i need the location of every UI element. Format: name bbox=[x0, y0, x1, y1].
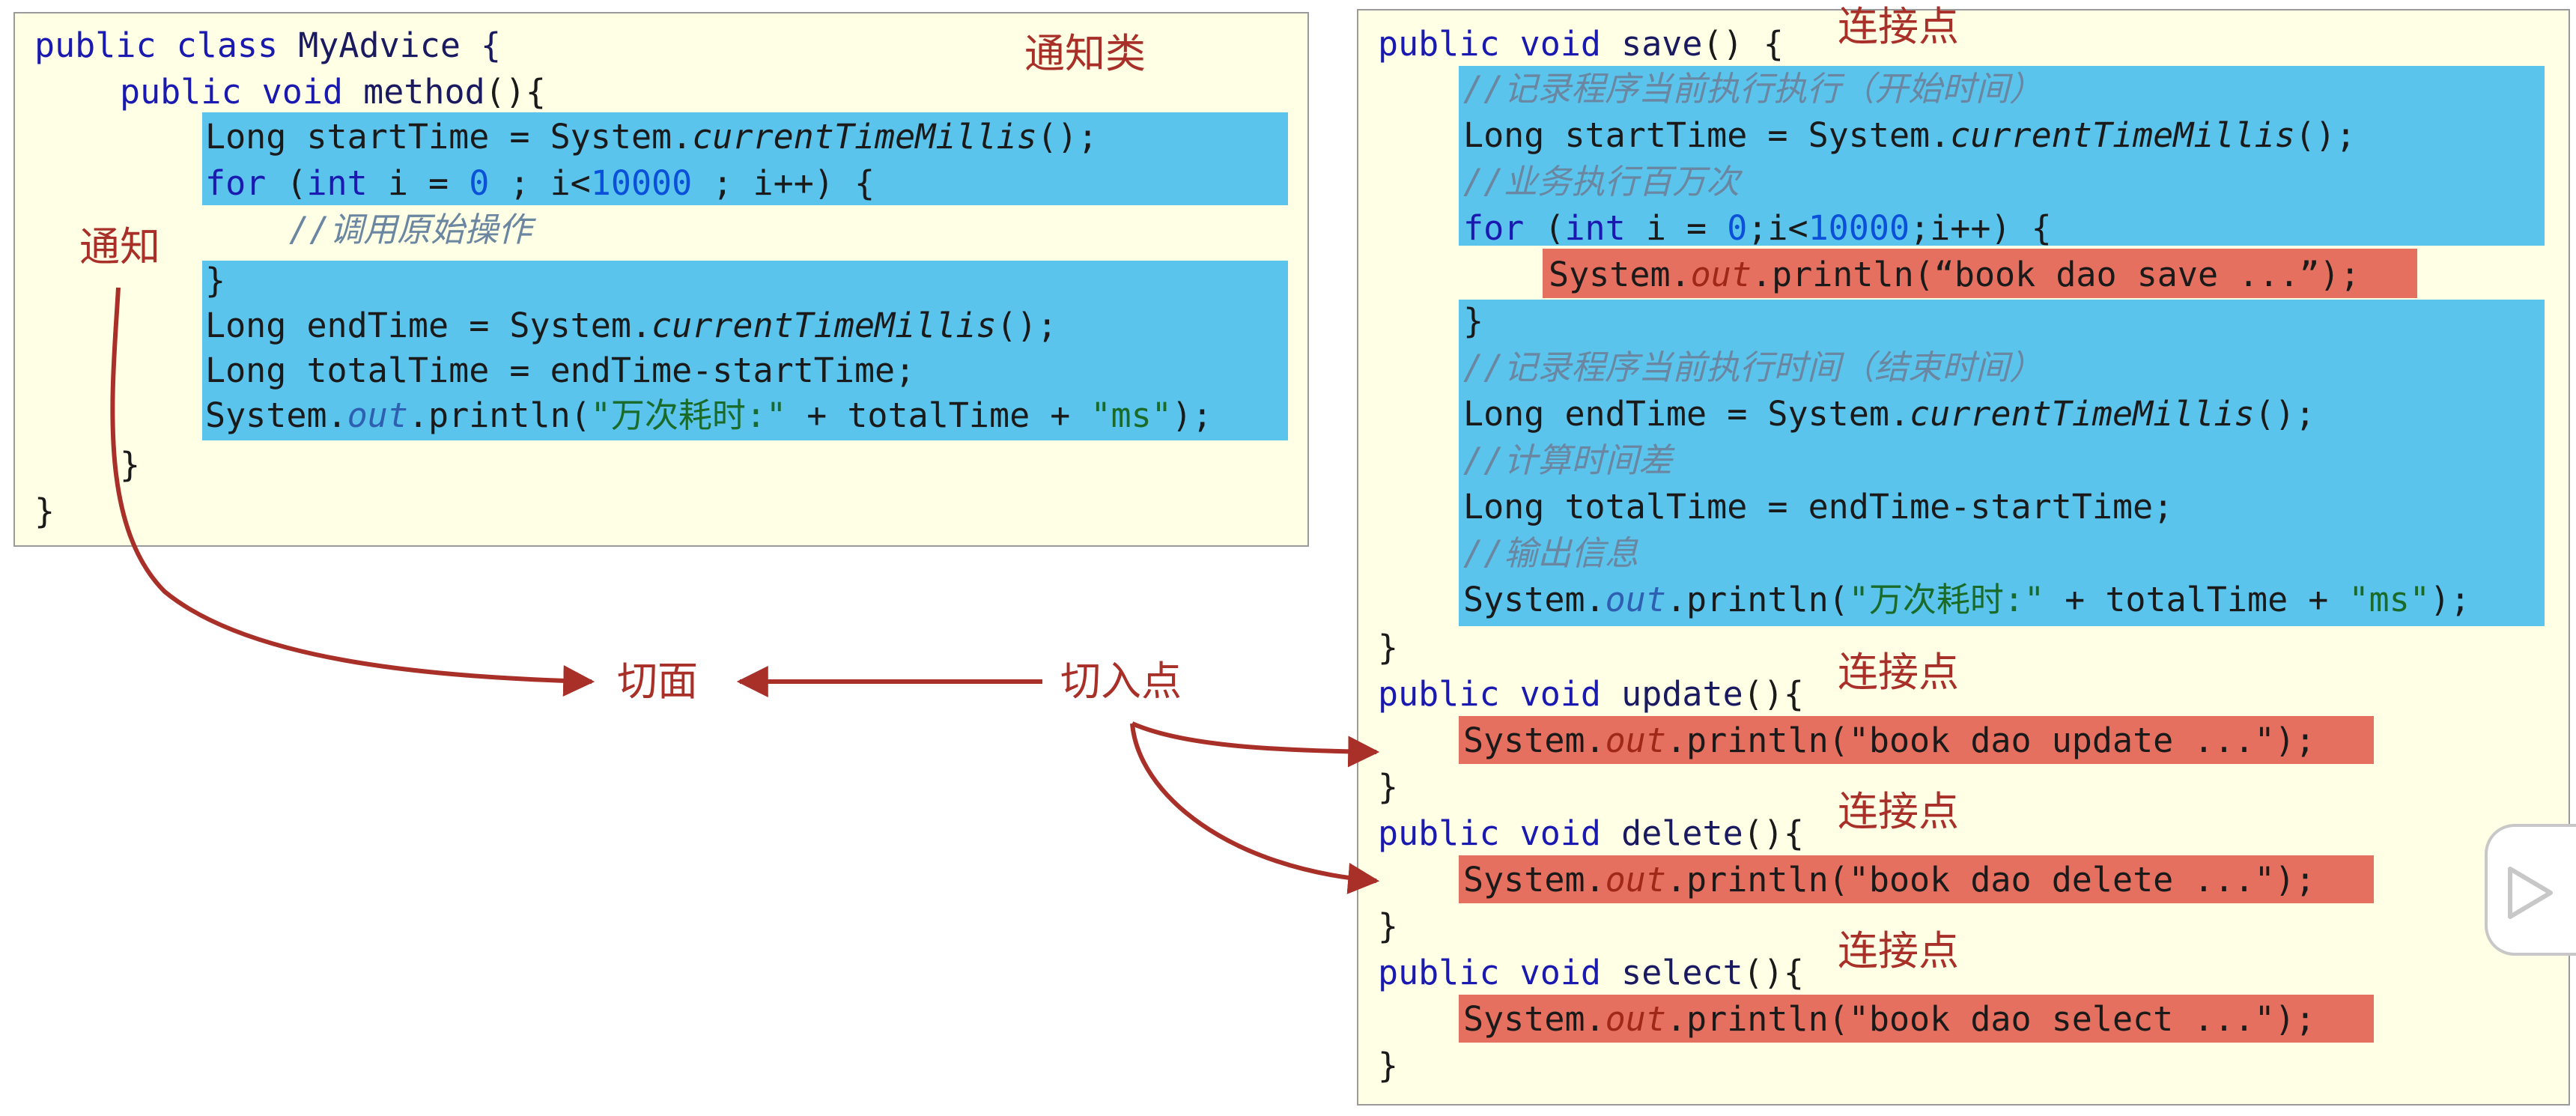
code-line: public void method(){ bbox=[120, 72, 546, 112]
save-method-signature: public void save() { bbox=[1378, 24, 1784, 64]
code-comment: //业务执行百万次 bbox=[1463, 162, 1740, 201]
code-line: System.out.println("book dao delete ..."… bbox=[1463, 860, 2315, 900]
code-line: } bbox=[1378, 628, 1399, 667]
code-line: System.out.println("book dao select ..."… bbox=[1463, 999, 2315, 1039]
code-line: System.out.println(“book dao save ...”); bbox=[1549, 255, 2360, 294]
advice-highlight-bottom bbox=[202, 261, 1288, 440]
join-point-label-select: 连接点 bbox=[1838, 927, 1959, 974]
code-line: } bbox=[1378, 1046, 1399, 1085]
code-line: for (int i = 0 ; i<10000 ; i++) { bbox=[205, 163, 875, 203]
code-line: System.out.println("万次耗时:" + totalTime +… bbox=[1463, 580, 2471, 619]
code-line: System.out.println("万次耗时:" + totalTime +… bbox=[205, 395, 1213, 435]
join-point-label-delete: 连接点 bbox=[1838, 788, 1959, 835]
pointcut-label: 切入点 bbox=[1060, 658, 1182, 705]
pointcut-to-delete-arrow bbox=[1130, 723, 1380, 894]
code-line: Long startTime = System.currentTimeMilli… bbox=[1463, 115, 2357, 155]
code-line: System.out.println("book dao update ..."… bbox=[1463, 721, 2315, 760]
code-line: Long startTime = System.currentTimeMilli… bbox=[205, 117, 1099, 157]
code-comment: //输出信息 bbox=[1463, 533, 1639, 573]
select-print-highlight bbox=[1459, 995, 2374, 1043]
join-point-label-save: 连接点 bbox=[1838, 3, 1959, 50]
pointcut-to-update-arrow bbox=[1131, 721, 1380, 768]
update-print-highlight bbox=[1459, 716, 2374, 764]
code-line: } bbox=[34, 491, 55, 531]
delete-print-highlight bbox=[1459, 855, 2374, 903]
code-line: } bbox=[120, 445, 141, 485]
save-highlight-bottom bbox=[1459, 300, 2545, 626]
select-method-signature: public void select(){ bbox=[1378, 953, 1804, 992]
delete-method-signature: public void delete(){ bbox=[1378, 813, 1804, 853]
update-method-signature: public void update(){ bbox=[1378, 674, 1804, 714]
code-comment: //计算时间差 bbox=[1463, 440, 1673, 480]
aspect-label: 切面 bbox=[617, 658, 698, 705]
code-line: Long endTime = System.currentTimeMillis(… bbox=[205, 306, 1057, 345]
play-button[interactable] bbox=[2485, 824, 2576, 956]
advice-label: 通知 bbox=[79, 223, 160, 270]
play-icon bbox=[2508, 867, 2553, 919]
code-line: } bbox=[205, 261, 226, 300]
code-line: Long totalTime = endTime-startTime; bbox=[1463, 487, 2174, 527]
code-line: } bbox=[1378, 767, 1399, 807]
code-line: Long totalTime = endTime-startTime; bbox=[205, 351, 916, 390]
code-comment: //记录程序当前执行执行（开始时间） bbox=[1463, 69, 2044, 109]
join-point-label-update: 连接点 bbox=[1838, 649, 1959, 696]
save-print-highlight bbox=[1543, 249, 2417, 298]
advice-class-label: 通知类 bbox=[1024, 30, 1146, 77]
code-line: Long endTime = System.currentTimeMillis(… bbox=[1463, 394, 2315, 434]
code-line: } bbox=[1378, 906, 1399, 946]
code-line: public class MyAdvice { bbox=[34, 25, 502, 65]
save-highlight-top bbox=[1459, 66, 2545, 246]
code-line: for (int i = 0;i<10000;i++) { bbox=[1463, 208, 2052, 248]
advice-to-aspect-arrow bbox=[110, 287, 595, 697]
code-comment: //调用原始操作 bbox=[289, 210, 532, 249]
advice-highlight-top bbox=[202, 112, 1288, 205]
code-comment: //记录程序当前执行时间（结束时间） bbox=[1463, 348, 2044, 387]
code-line: } bbox=[1463, 301, 1484, 341]
